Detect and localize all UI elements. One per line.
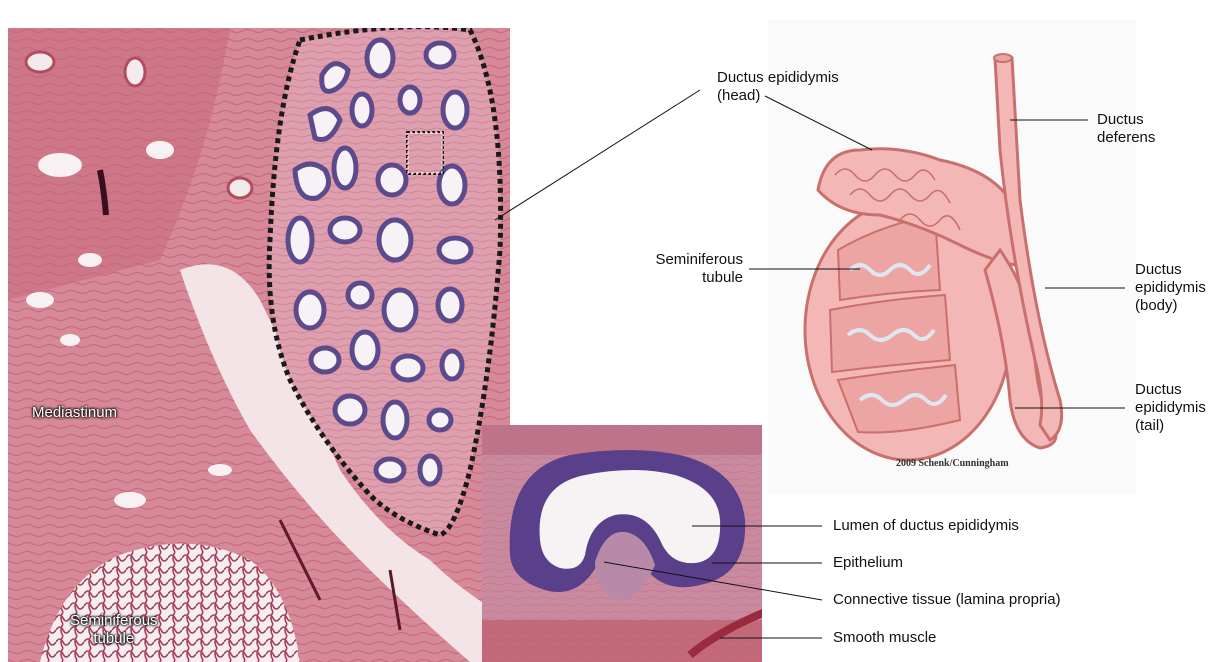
label-seminiferous-tubule-diagram: Seminiferous tubule [617,251,743,287]
histology-panel [8,27,510,662]
label-connective-tissue: Connective tissue (lamina propria) [833,591,1061,609]
detail-panel [482,425,770,662]
label-epithelium: Epithelium [833,554,903,572]
label-smooth-muscle: Smooth muscle [833,629,936,647]
label-mediastinum: Mediastinum [32,404,117,422]
label-ductus-epididymis-body: Ductus epididymis (body) [1135,261,1206,315]
label-ductus-epididymis-tail: Ductus epididymis (tail) [1135,381,1206,435]
label-seminiferous-tubule-histology: Seminiferous tubule [70,612,158,648]
label-lumen: Lumen of ductus epididymis [833,517,1019,535]
label-ductus-deferens: Ductus deferens [1097,111,1155,147]
diagram-credit: 2009 Schenk/Cunningham [896,458,1009,469]
label-ductus-epididymis-head: Ductus epididymis (head) [717,69,839,105]
